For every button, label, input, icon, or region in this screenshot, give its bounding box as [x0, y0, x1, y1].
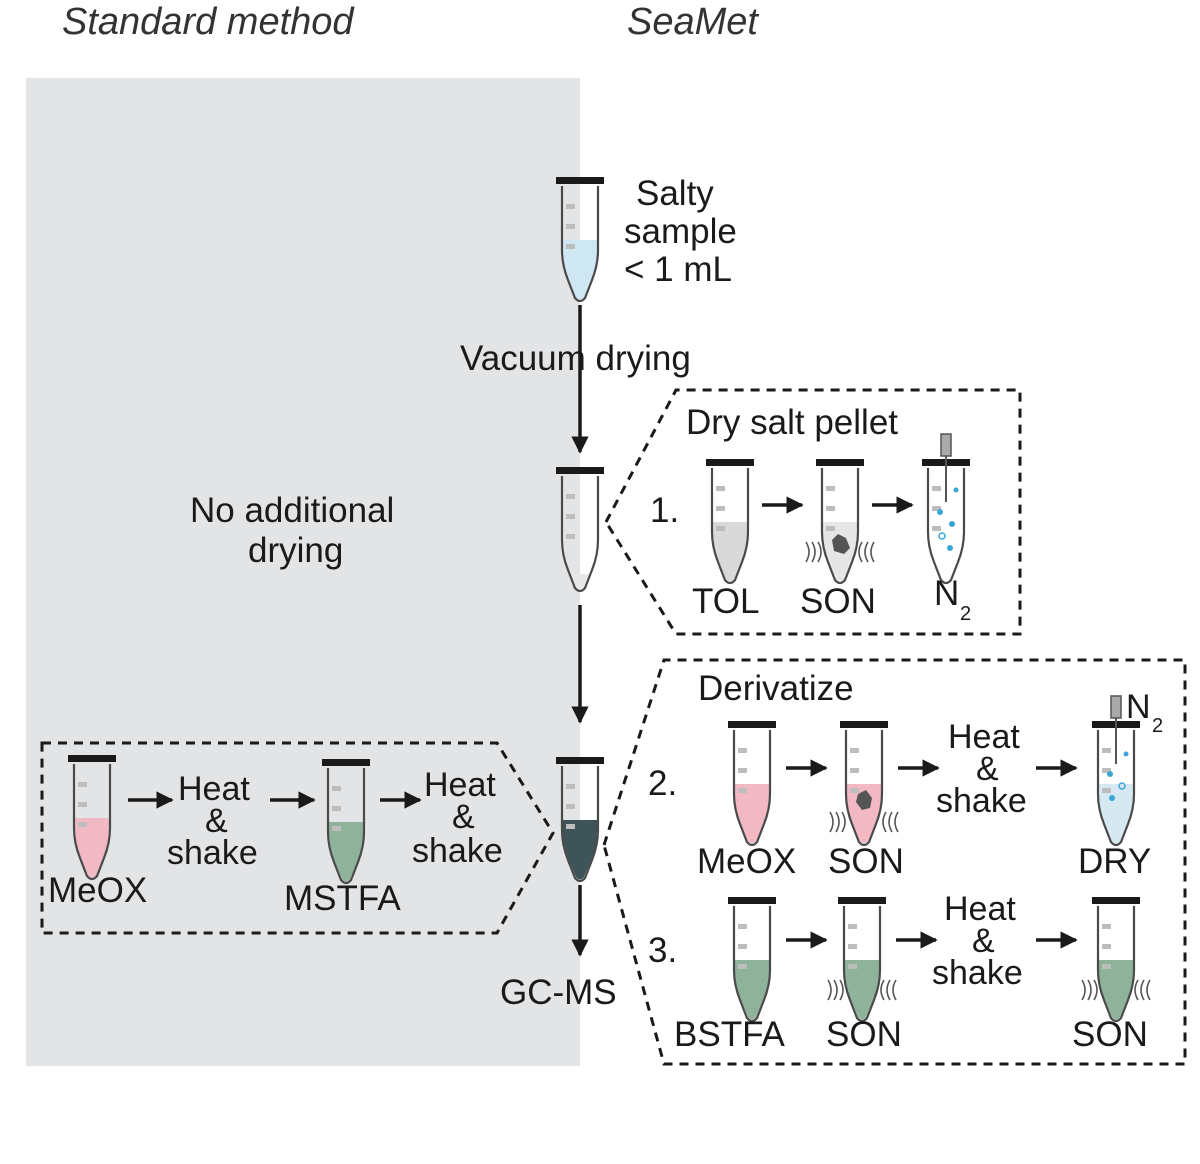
row2-heat-line1: Heat	[948, 718, 1020, 756]
std-heat1-line1: Heat	[178, 770, 250, 808]
std-heat1-line2: &	[205, 802, 228, 840]
n2-label-2: N	[1126, 688, 1151, 726]
son-label-2: SON	[828, 842, 904, 881]
box1-step-number: 1.	[650, 491, 679, 530]
dry-tube	[1090, 695, 1142, 847]
row2-heat-line3: shake	[936, 782, 1027, 820]
son-label-3: SON	[826, 1015, 902, 1054]
meox-tube	[726, 719, 778, 847]
vacuum-drying-label: Vacuum drying	[460, 339, 691, 378]
son-tube-3	[836, 895, 888, 1023]
son-tube-2	[838, 719, 890, 847]
no-drying-line2: drying	[248, 531, 343, 570]
dry-salt-pellet-box	[604, 388, 1022, 636]
son-label-4: SON	[1072, 1015, 1148, 1054]
std-heat2-line2: &	[452, 798, 475, 836]
std-heat1-line3: shake	[167, 834, 258, 872]
tol-label: TOL	[692, 582, 759, 621]
bstfa-tube	[726, 895, 778, 1023]
standard-method-panel	[26, 78, 580, 1066]
std-mstfa-label: MSTFA	[284, 879, 401, 918]
n2-label-1: N	[934, 574, 959, 613]
tol-tube	[704, 457, 756, 585]
derivatize-box	[602, 658, 1187, 1066]
derivatize-title: Derivatize	[698, 669, 854, 708]
std-meox-label: MeOX	[48, 871, 147, 910]
seamet-header: SeaMet	[627, 1, 759, 43]
no-drying-line1: No additional	[190, 491, 394, 530]
meox-label: MeOX	[697, 842, 796, 881]
n2-subscript-2: 2	[1152, 715, 1163, 737]
std-heat2-line1: Heat	[424, 766, 496, 804]
sample-label-line1: Salty	[636, 174, 714, 213]
row2-step-number: 2.	[648, 764, 677, 803]
row3-heat-line1: Heat	[944, 890, 1016, 928]
bstfa-label: BSTFA	[674, 1015, 786, 1054]
son-tube-4	[1090, 895, 1142, 1023]
row2-heat-line2: &	[976, 750, 999, 788]
std-heat2-line3: shake	[412, 832, 503, 870]
row3-heat-line2: &	[972, 922, 995, 960]
row3-heat-line3: shake	[932, 954, 1023, 992]
gcms-label: GC-MS	[500, 973, 617, 1012]
row3-step-number: 3.	[648, 931, 677, 970]
sample-label-line2: sample	[624, 212, 737, 251]
dry-salt-pellet-title: Dry salt pellet	[686, 403, 898, 442]
standard-method-header: Standard method	[62, 1, 355, 43]
dry-label: DRY	[1078, 842, 1151, 881]
n2-tube-1	[920, 433, 972, 585]
sample-label-line3: < 1 mL	[624, 250, 732, 289]
n2-subscript-1: 2	[960, 603, 971, 625]
son-label-1: SON	[800, 582, 876, 621]
son-tube-1	[814, 457, 866, 585]
